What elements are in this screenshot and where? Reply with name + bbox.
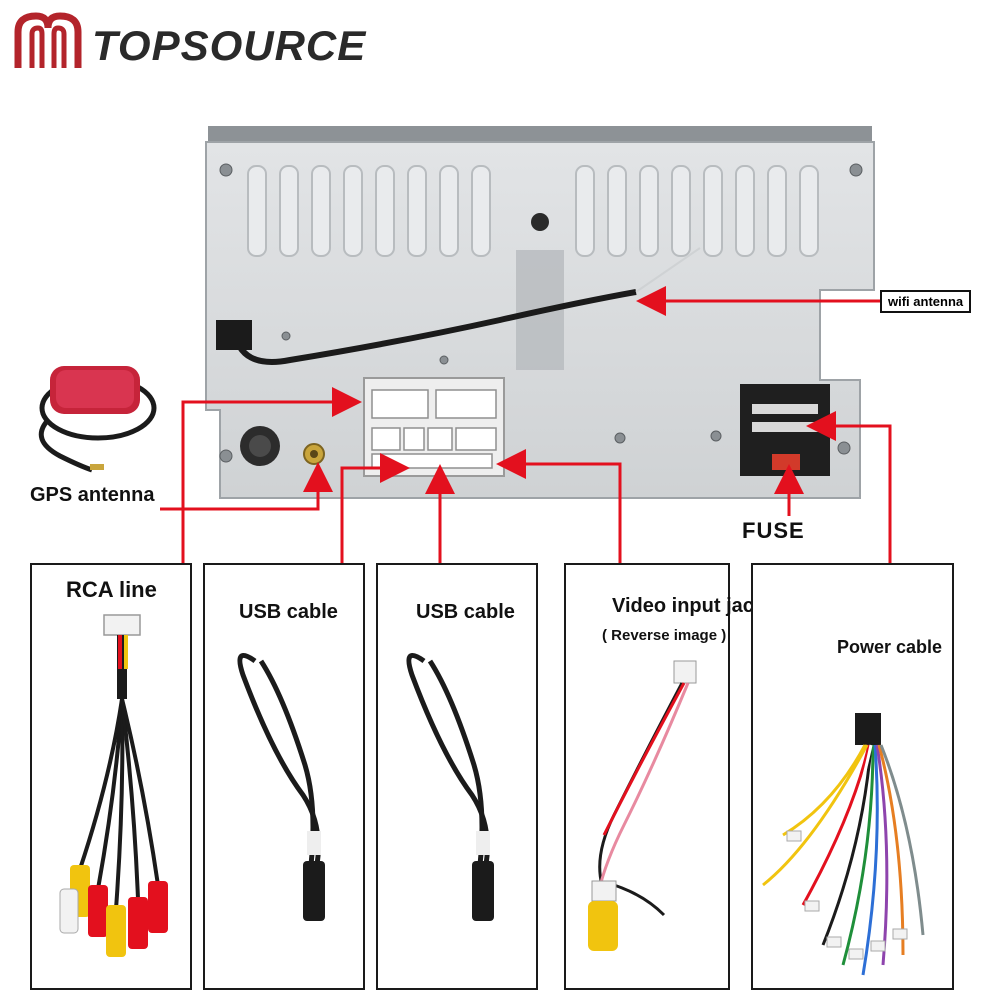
panel-video-input-jack: Video input jack ( Reverse image ): [564, 563, 765, 990]
gps-antenna-icon: [38, 366, 157, 473]
gps-antenna-label: GPS antenna: [30, 484, 155, 506]
brand-name: TOPSOURCE: [92, 22, 367, 69]
usb-cable-2-title: USB cable: [416, 601, 515, 623]
rca-cable-icon: [59, 614, 168, 957]
rca-line-title: RCA line: [66, 577, 157, 602]
head-unit-rear-panel: [205, 126, 875, 499]
video-input-jack-subtitle: ( Reverse image ): [602, 627, 727, 644]
power-cable-icon: [762, 713, 925, 976]
fuse-label: FUSE: [742, 518, 805, 543]
wifi-antenna-label: wifi antenna: [880, 290, 972, 313]
panel-usb-cable-1: USB cable: [203, 563, 365, 990]
panel-power-cable: Power cable: [751, 563, 954, 990]
power-cable-title: Power cable: [837, 637, 943, 657]
video-input-jack-title: Video input jack: [612, 595, 765, 617]
brand-logo-icon: [14, 12, 82, 68]
panel-usb-cable-2: USB cable: [376, 563, 538, 990]
video-input-cable-icon: [588, 660, 697, 951]
panel-rca-line: RCA line: [30, 563, 192, 990]
usb-cable-2-icon: [406, 652, 494, 921]
usb-cable-1-title: USB cable: [239, 601, 338, 623]
usb-cable-1-icon: [237, 652, 325, 921]
